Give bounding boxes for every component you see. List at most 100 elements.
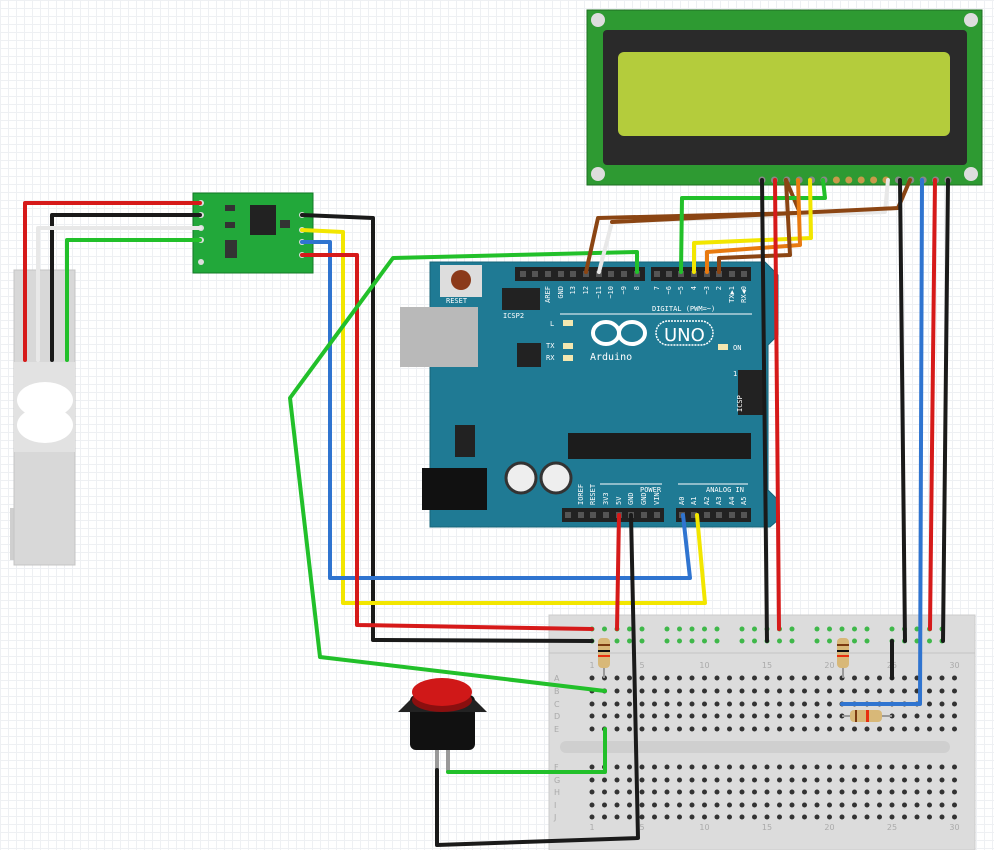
header-pin[interactable] (578, 512, 584, 518)
breadboard-hole[interactable] (839, 802, 845, 808)
breadboard-hole[interactable] (652, 726, 657, 732)
breadboard-hole[interactable] (727, 802, 732, 808)
breadboard-hole[interactable] (652, 764, 657, 770)
breadboard-hole[interactable] (777, 713, 782, 719)
breadboard-hole[interactable] (852, 688, 857, 694)
breadboard-hole[interactable] (677, 802, 682, 808)
breadboard-hole[interactable] (927, 701, 932, 707)
digital-header-right[interactable] (651, 267, 751, 281)
breadboard-hole[interactable] (802, 764, 807, 770)
breadboard-hole[interactable] (914, 764, 920, 770)
header-pin[interactable] (729, 512, 735, 518)
breadboard-hole[interactable] (752, 777, 757, 783)
breadboard-hole[interactable] (677, 713, 682, 719)
header-pin[interactable] (678, 271, 684, 277)
breadboard-hole[interactable] (777, 764, 782, 770)
breadboard-hole[interactable] (689, 814, 695, 820)
breadboard-hole[interactable] (814, 688, 820, 694)
breadboard-hole[interactable] (702, 789, 707, 795)
breadboard-hole[interactable] (877, 726, 882, 732)
lcd-pin[interactable] (870, 176, 878, 184)
breadboard-hole[interactable] (764, 701, 770, 707)
breadboard-hole[interactable] (864, 675, 870, 681)
breadboard-hole[interactable] (702, 675, 707, 681)
breadboard-hole[interactable] (877, 777, 882, 783)
rail-hole[interactable] (752, 638, 757, 644)
breadboard-hole[interactable] (689, 777, 695, 783)
breadboard-hole[interactable] (852, 802, 857, 808)
breadboard-hole[interactable] (664, 688, 670, 694)
breadboard-hole[interactable] (927, 713, 932, 719)
breadboard-hole[interactable] (739, 814, 745, 820)
breadboard-hole[interactable] (664, 764, 670, 770)
breadboard-hole[interactable] (864, 688, 870, 694)
breadboard-hole[interactable] (627, 688, 632, 694)
breadboard-hole[interactable] (789, 814, 795, 820)
breadboard-hole[interactable] (752, 726, 757, 732)
breadboard-hole[interactable] (852, 814, 857, 820)
breadboard-hole[interactable] (777, 688, 782, 694)
header-pin[interactable] (621, 271, 627, 277)
breadboard-hole[interactable] (827, 726, 832, 732)
breadboard-hole[interactable] (927, 764, 932, 770)
breadboard-hole[interactable] (752, 814, 757, 820)
breadboard-hole[interactable] (714, 802, 720, 808)
breadboard-hole[interactable] (952, 675, 957, 681)
rail-hole[interactable] (639, 638, 645, 644)
header-pin[interactable] (583, 271, 589, 277)
power-header[interactable] (562, 508, 664, 522)
breadboard-hole[interactable] (739, 688, 745, 694)
breadboard-hole[interactable] (864, 789, 870, 795)
breadboard-hole[interactable] (702, 701, 707, 707)
breadboard-hole[interactable] (589, 802, 595, 808)
rail-hole[interactable] (702, 638, 707, 644)
breadboard-hole[interactable] (602, 814, 607, 820)
breadboard-hole[interactable] (652, 789, 657, 795)
breadboard-hole[interactable] (814, 764, 820, 770)
lcd-pin[interactable] (857, 176, 865, 184)
header-pin[interactable] (654, 512, 660, 518)
rail-hole[interactable] (714, 626, 720, 632)
breadboard-hole[interactable] (902, 713, 907, 719)
breadboard-hole[interactable] (652, 777, 657, 783)
breadboard-hole[interactable] (877, 688, 882, 694)
breadboard-hole[interactable] (939, 701, 945, 707)
breadboard-hole[interactable] (752, 688, 757, 694)
breadboard-hole[interactable] (889, 802, 895, 808)
breadboard-hole[interactable] (614, 802, 620, 808)
breadboard-hole[interactable] (839, 688, 845, 694)
breadboard-hole[interactable] (589, 726, 595, 732)
header-pin[interactable] (741, 512, 747, 518)
breadboard-hole[interactable] (814, 675, 820, 681)
breadboard-hole[interactable] (877, 675, 882, 681)
breadboard-hole[interactable] (827, 814, 832, 820)
breadboard-hole[interactable] (839, 764, 845, 770)
breadboard-hole[interactable] (602, 802, 607, 808)
breadboard-hole[interactable] (939, 688, 945, 694)
breadboard-hole[interactable] (727, 726, 732, 732)
breadboard-hole[interactable] (702, 764, 707, 770)
breadboard-hole[interactable] (689, 789, 695, 795)
rail-hole[interactable] (789, 626, 795, 632)
breadboard-hole[interactable] (727, 777, 732, 783)
breadboard-hole[interactable] (739, 764, 745, 770)
rail-hole[interactable] (627, 638, 632, 644)
resistor-pulldown[interactable] (598, 638, 610, 678)
breadboard-hole[interactable] (689, 713, 695, 719)
breadboard-hole[interactable] (889, 814, 895, 820)
breadboard-hole[interactable] (839, 777, 845, 783)
breadboard-hole[interactable] (664, 713, 670, 719)
breadboard-hole[interactable] (739, 713, 745, 719)
breadboard-hole[interactable] (677, 777, 682, 783)
breadboard-hole[interactable] (939, 777, 945, 783)
arduino-uno-board[interactable]: RESET ICSP2 1 ICSP DIGITAL (PWM=~) L TX … (400, 261, 779, 528)
breadboard-hole[interactable] (714, 789, 720, 795)
breadboard-hole[interactable] (902, 814, 907, 820)
breadboard-hole[interactable] (677, 688, 682, 694)
breadboard-hole[interactable] (664, 777, 670, 783)
breadboard-hole[interactable] (902, 675, 907, 681)
breadboard-hole[interactable] (802, 814, 807, 820)
header-pin[interactable] (608, 271, 614, 277)
breadboard-hole[interactable] (727, 713, 732, 719)
breadboard-hole[interactable] (727, 688, 732, 694)
